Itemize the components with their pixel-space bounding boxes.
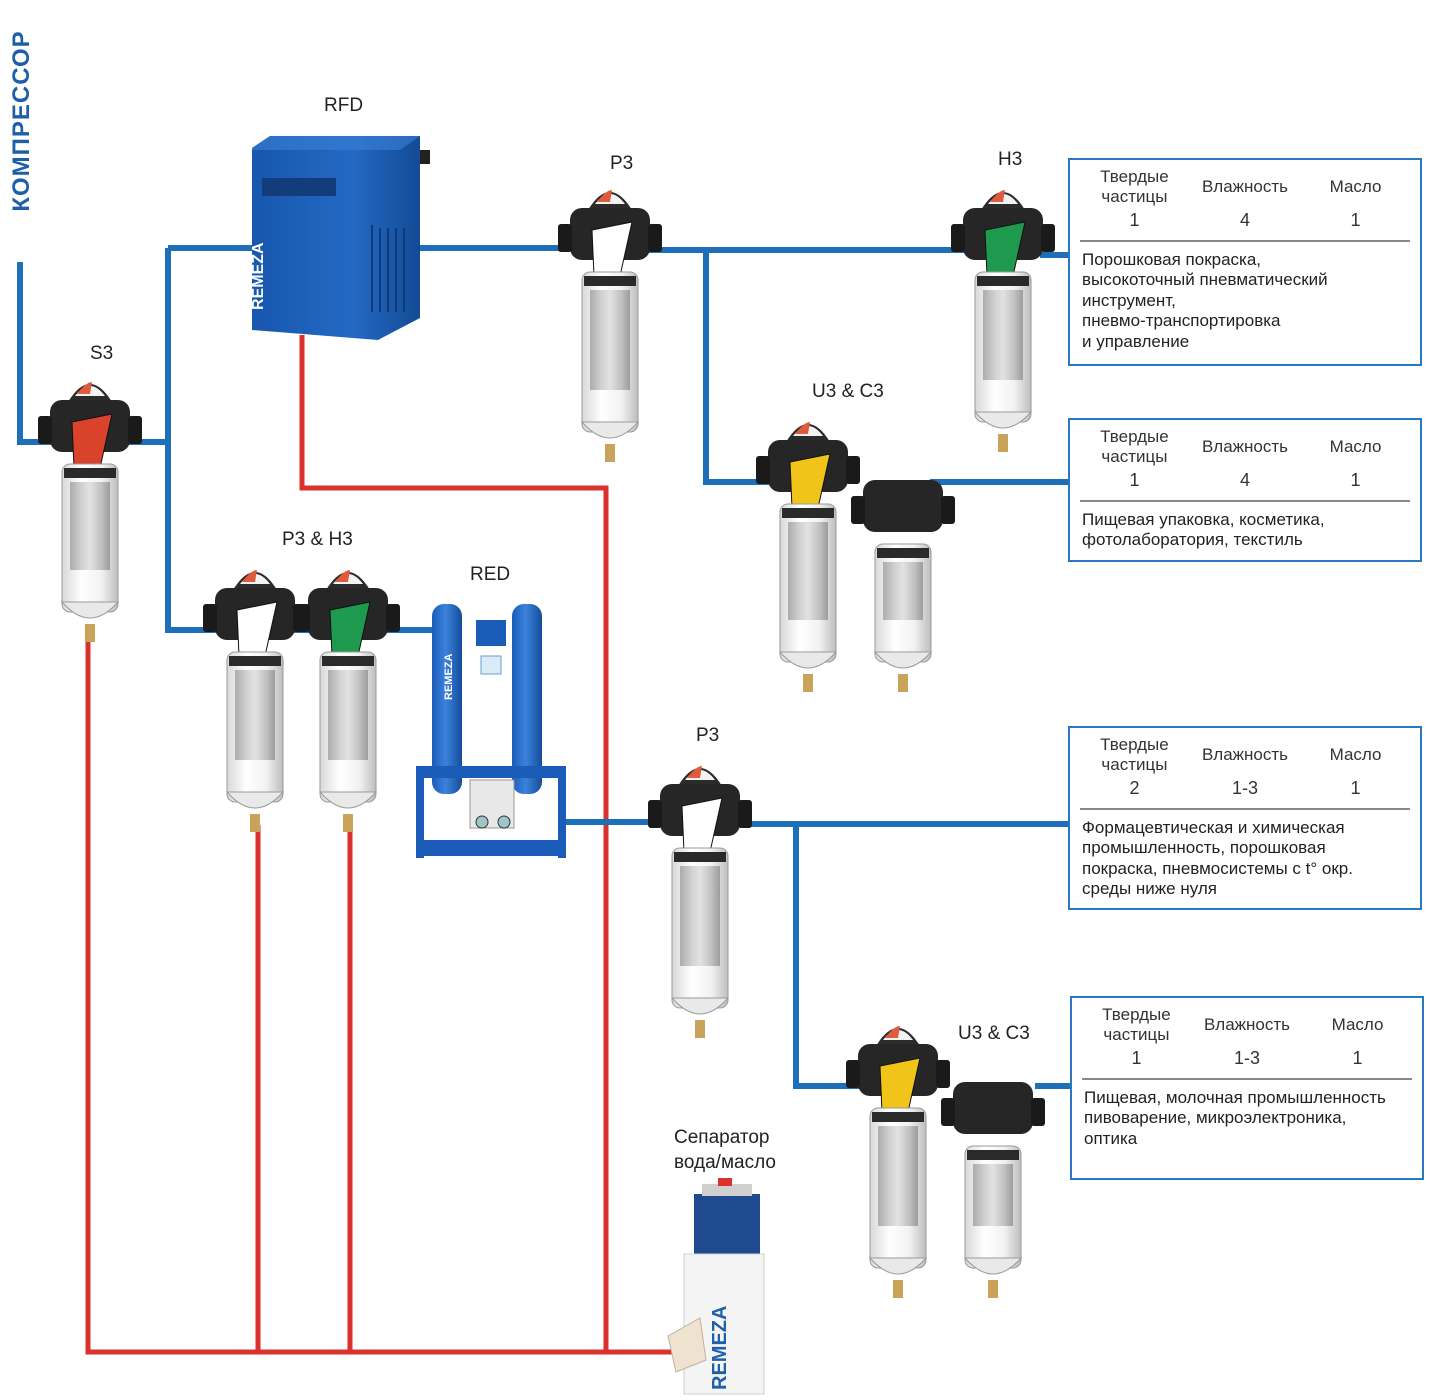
filter-u3-bottom (846, 1026, 950, 1298)
spec-1-header-humidity: Влажность (1201, 177, 1289, 197)
label-p3-mid: P3 (696, 725, 720, 746)
filter-h3 (951, 190, 1055, 452)
spec-4-desc-line: оптика (1084, 1128, 1138, 1148)
spec-3-divider (1080, 808, 1410, 810)
svg-text:REMEZA: REMEZA (443, 654, 455, 701)
filter-p3-top (558, 190, 662, 462)
label-separator-2: вода/масло (674, 1152, 776, 1173)
spec-3-desc-line: покраска, пневмосистемы с t° окр. (1082, 858, 1353, 878)
spec-4-value-particles: 1 (1131, 1048, 1142, 1068)
drain-lines (85, 335, 680, 1355)
red-dryer: REMEZA (416, 604, 566, 858)
spec-1-desc-line: Порошковая покраска, (1082, 250, 1262, 269)
svg-text:REMEZA: REMEZA (250, 242, 267, 310)
spec-1-description: Порошковая покраска, высокоточный пневма… (1082, 250, 1412, 352)
compressor-title: КОМПРЕССОР (8, 16, 35, 226)
spec-2-header-oil: Масло (1329, 437, 1382, 457)
spec-2-divider (1080, 500, 1410, 502)
spec-box-1: Твердые частицы 1 Влажность 4 Масло 1 Порош… (1068, 158, 1422, 366)
label-rfd: RFD (324, 95, 364, 116)
filters-layer (38, 190, 1055, 1298)
spec-3-value-particles: 2 (1129, 778, 1140, 798)
svg-text:REMEZA: REMEZA (709, 1306, 731, 1390)
spec-4-value-oil: 1 (1352, 1048, 1363, 1068)
spec-1-value-particles: 1 (1129, 210, 1140, 230)
filter-h3-left (296, 570, 400, 832)
spec-4-header-oil: Масло (1331, 1015, 1384, 1035)
filter-c3 (851, 480, 955, 692)
spec-2-desc-line: фотолаборатория, текстиль (1082, 530, 1303, 550)
label-s3: S3 (90, 343, 114, 364)
spec-box-3: Твердые частицы 2 Влажность 1-3 Масло 1 Фор… (1068, 726, 1422, 910)
spec-box-2: Твердые частицы 1 Влажность 4 Масло 1 Пищев… (1068, 418, 1422, 562)
spec-4-desc-line: Пищевая, молочная промышленность (1084, 1088, 1386, 1107)
spec-4-desc-line: пивоварение, микроэлектроника, (1084, 1108, 1347, 1128)
spec-3-desc-line: среды ниже нуля (1082, 879, 1217, 899)
spec-3-header-humidity: Влажность (1201, 745, 1289, 765)
spec-1-desc-line: инструмент, (1082, 290, 1176, 310)
spec-4-divider (1082, 1078, 1412, 1080)
label-u3c3-bottom: U3 & C3 (958, 1023, 1030, 1044)
spec-2-value-humidity: 4 (1239, 470, 1250, 490)
spec-3-value-oil: 1 (1350, 778, 1361, 798)
label-p3h3: P3 & H3 (282, 529, 353, 550)
spec-1-desc-line: пневмо-транспортировка (1082, 311, 1281, 331)
spec-4-header-humidity: Влажность (1203, 1015, 1291, 1035)
water-oil-separator: REMEZA (667, 1178, 765, 1395)
spec-1-desc-line: высокоточный пневматический (1082, 270, 1328, 290)
filter-c3-bottom (941, 1082, 1045, 1298)
spec-1-divider (1080, 240, 1410, 242)
rfd-dryer: REMEZA (250, 136, 430, 340)
spec-4-header-particles: Твердые частицы (1102, 1005, 1171, 1044)
spec-2-header-particles: Твердые частицы (1100, 427, 1169, 466)
spec-2-header-humidity: Влажность (1201, 437, 1289, 457)
spec-3-desc-line: Формацевтическая и химическая (1082, 818, 1345, 837)
spec-2-value-particles: 1 (1129, 470, 1140, 490)
filter-p3-mid (648, 766, 752, 1038)
spec-2-description: Пищевая упаковка, косметика, фотолаборат… (1082, 510, 1412, 551)
label-separator-1: Сепаратор (674, 1127, 770, 1148)
spec-1-header-oil: Масло (1329, 177, 1382, 197)
spec-4-description: Пищевая, молочная промышленность пивовар… (1084, 1088, 1414, 1149)
spec-1-header-particles: Твердые частицы (1100, 167, 1169, 206)
filter-s3 (38, 382, 142, 642)
spec-4-value-humidity: 1-3 (1233, 1048, 1260, 1068)
filter-u3 (756, 422, 860, 692)
label-p3-top: P3 (610, 153, 634, 174)
spec-3-value-humidity: 1-3 (1231, 778, 1258, 798)
spec-2-desc-line: Пищевая упаковка, косметика, (1082, 510, 1325, 529)
spec-3-description: Формацевтическая и химическая промышленн… (1082, 818, 1412, 900)
label-u3c3-top: U3 & C3 (812, 381, 884, 402)
spec-3-header-particles: Твердые частицы (1100, 735, 1169, 774)
spec-1-desc-line: и управление (1082, 331, 1190, 351)
label-h3: H3 (998, 149, 1023, 170)
spec-1-value-humidity: 4 (1239, 210, 1250, 230)
spec-2-value-oil: 1 (1350, 470, 1361, 490)
spec-3-desc-line: промышленность, порошковая (1082, 838, 1326, 858)
label-red: RED (470, 564, 511, 585)
compressor-label: КОМПРЕССОР (8, 30, 35, 212)
air-lines (17, 245, 1070, 1089)
spec-1-value-oil: 1 (1350, 210, 1361, 230)
filter-p3-left (203, 570, 307, 832)
spec-box-4: Твердые частицы 1 Влажность 1-3 Масло 1 Пищ… (1070, 996, 1424, 1180)
spec-3-header-oil: Масло (1329, 745, 1382, 765)
